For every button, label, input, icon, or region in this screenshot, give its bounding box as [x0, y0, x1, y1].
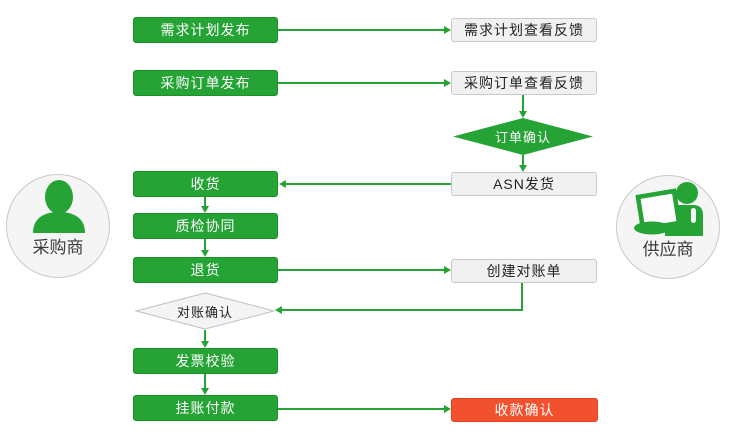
buyer-label: 采购商: [32, 238, 84, 257]
node-book-payment: 挂账付款: [133, 395, 278, 421]
connector-recon-to-invoice: [204, 330, 206, 342]
arrowhead-recon-to-invoice: [201, 341, 209, 348]
node-demand-publish: 需求计划发布: [133, 17, 278, 43]
decision-recon-confirm-label: 对账确认: [176, 304, 233, 320]
connector-statement-elbow-v: [521, 283, 523, 311]
arrowhead-asn-to-receive: [279, 180, 286, 188]
connector-payment-to-receipt: [278, 408, 444, 410]
arrowhead-po-to-confirm: [519, 111, 527, 118]
connector-asn-to-receive: [286, 183, 451, 185]
buyer-person-icon: [33, 180, 85, 233]
recon-confirm-diamond-shape: [135, 292, 275, 330]
arrowhead-receive-to-quality: [201, 206, 209, 213]
arrowhead-invoice-to-payment: [201, 388, 209, 395]
node-create-statement: 创建对账单: [451, 259, 597, 283]
order-confirm-diamond-shape: [453, 118, 593, 155]
arrowhead-return-to-statement: [444, 266, 451, 274]
connector-receive-to-quality: [204, 197, 206, 207]
decision-order-confirm-label: 订单确认: [494, 130, 551, 145]
node-asn-ship: ASN发货: [451, 172, 597, 196]
node-po-feedback: 采购订单查看反馈: [451, 71, 597, 95]
node-demand-feedback: 需求计划查看反馈: [451, 18, 597, 42]
arrowhead-statement-to-recon: [275, 306, 282, 314]
connector-invoice-to-payment: [204, 374, 206, 389]
connector-statement-elbow-h: [282, 309, 523, 311]
decision-recon-confirm: 对账确认: [135, 292, 275, 330]
supplier-person-icon: [634, 182, 703, 236]
connector-quality-to-return: [204, 239, 206, 250]
node-receive: 收货: [133, 171, 278, 197]
arrowhead-demand: [444, 26, 451, 34]
connector-po: [278, 82, 444, 84]
connector-po-to-confirm: [522, 95, 524, 112]
node-receipt-confirm: 收款确认: [451, 398, 598, 422]
connector-confirm-to-asn: [522, 155, 524, 166]
node-invoice-check: 发票校验: [133, 348, 278, 374]
decision-order-confirm: 订单确认: [453, 118, 593, 155]
arrowhead-payment-to-receipt: [444, 405, 451, 413]
node-po-publish: 采购订单发布: [133, 70, 278, 96]
supplier-label: 供应商: [642, 240, 694, 259]
arrowhead-quality-to-return: [201, 250, 209, 257]
supplier-actor: 供应商: [616, 175, 720, 279]
node-return-goods: 退货: [133, 257, 278, 283]
connector-demand: [278, 29, 444, 31]
arrowhead-confirm-to-asn: [519, 165, 527, 172]
connector-return-to-statement: [278, 269, 444, 271]
buyer-actor: 采购商: [6, 174, 110, 278]
arrowhead-po: [444, 79, 451, 87]
node-quality-collab: 质检协同: [133, 213, 278, 239]
